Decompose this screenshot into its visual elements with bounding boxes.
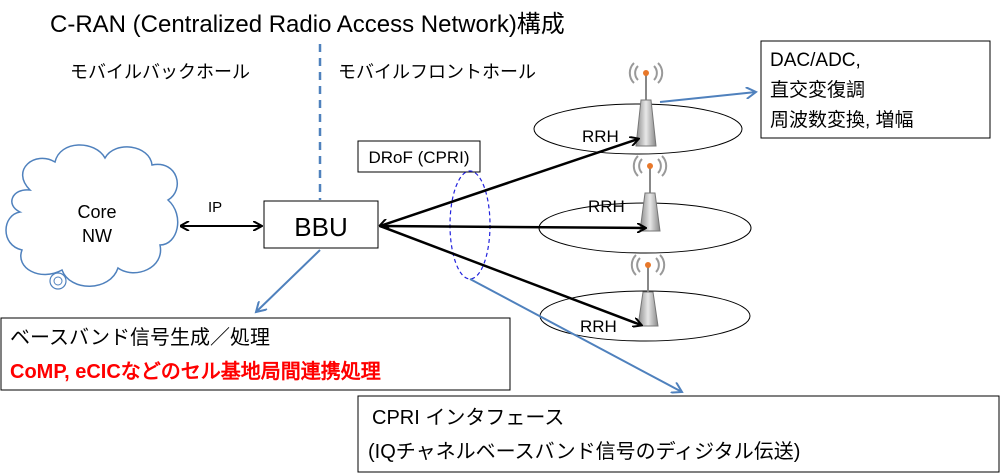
cpri-callout-arrow xyxy=(469,278,682,392)
antenna-tower-icon xyxy=(632,155,668,232)
rrh-label-2: RRH xyxy=(588,197,625,216)
bbu-function-1: ベースバンド信号生成／処理 xyxy=(10,326,270,349)
rrh-function-2: 直交変復調 xyxy=(770,79,865,101)
fronthaul-link-3 xyxy=(379,224,641,325)
fronthaul-link-1 xyxy=(380,139,638,226)
rrh-function-1: DAC/ADC, xyxy=(770,50,861,71)
bbu-label: BBU xyxy=(294,212,347,242)
bbu-functions-box xyxy=(0,317,511,391)
fronthaul-label: モバイルフロントホール xyxy=(338,62,536,82)
cpri-line-2: (IQチャネルベースバンド信号のディジタル伝送) xyxy=(368,440,800,463)
rrh-callout-arrow xyxy=(659,92,756,103)
core-label-2: NW xyxy=(82,226,112,246)
rrh-label-3: RRH xyxy=(580,317,617,336)
rrh-function-3: 周波数変換, 増幅 xyxy=(770,109,914,131)
diagram-title: C-RAN (Centralized Radio Access Network)… xyxy=(50,11,565,38)
drof-label: DRoF (CPRI) xyxy=(368,148,469,167)
bbu-callout-arrow xyxy=(256,249,321,312)
antenna-tower-icon xyxy=(628,62,664,147)
backhaul-label: モバイルバックホール xyxy=(70,62,250,82)
fronthaul-bundle-ellipse xyxy=(449,170,491,280)
cpri-line-1: CPRI インタフェース xyxy=(372,406,564,429)
bbu-box xyxy=(263,200,379,249)
rrh-label-1: RRH xyxy=(582,127,619,146)
cpri-box xyxy=(357,395,1000,473)
ip-label: IP xyxy=(208,199,222,216)
core-network-cloud: Core NW xyxy=(5,144,179,290)
antenna-tower-icon xyxy=(630,254,666,327)
core-label-1: Core xyxy=(77,202,116,222)
bbu-function-2: CoMP, eCICなどのセル基地局間連携処理 xyxy=(10,359,381,383)
rrh-functions-box xyxy=(760,40,991,139)
fronthaul-link-2 xyxy=(379,226,645,228)
